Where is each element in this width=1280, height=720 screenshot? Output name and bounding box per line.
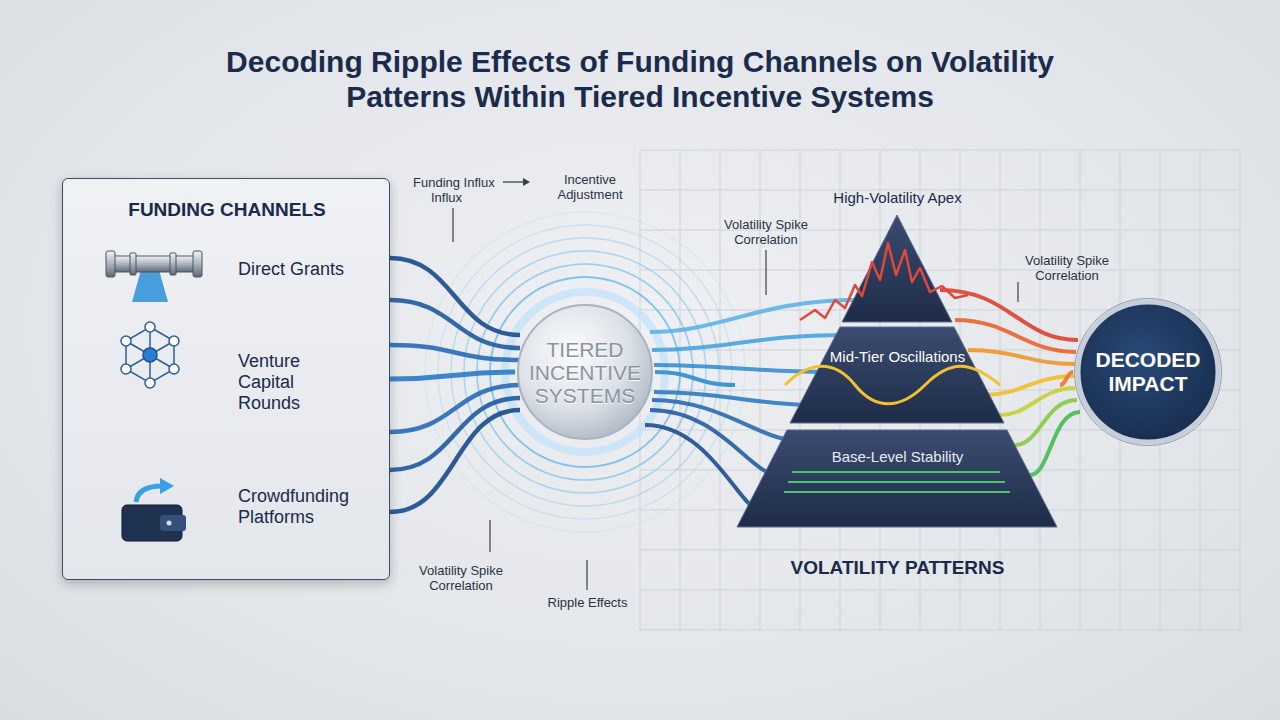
flow-line xyxy=(654,365,825,372)
flow-line xyxy=(390,385,520,432)
pyramid-tier-outline xyxy=(735,430,1060,527)
channel-item: Direct Grants xyxy=(238,259,378,280)
ripple-ring xyxy=(438,225,732,519)
ripple-ring xyxy=(477,264,693,480)
flow-line xyxy=(652,335,840,350)
tier-label: High-Volatility Apex xyxy=(735,189,1060,206)
flow-line xyxy=(1000,388,1075,415)
hub-circle: TIERED INCENTIVE SYSTEMS xyxy=(515,302,655,442)
flow-line xyxy=(1015,400,1077,445)
pyramid-caption: VOLATILITY PATTERNS xyxy=(735,557,1060,579)
annotation-label: Volatility Spike Correlation xyxy=(711,217,821,247)
hub-circle-shape xyxy=(518,305,652,439)
flow-line xyxy=(955,320,1076,352)
tier-label: Mid-Tier Oscillations xyxy=(735,348,1060,365)
flow-line xyxy=(390,258,520,335)
impact-label: DECODED IMPACT xyxy=(1073,348,1223,396)
ripple-ring xyxy=(425,212,745,532)
pyramid-tier: High-Volatility Apex xyxy=(735,185,1060,322)
flow-line xyxy=(390,410,520,512)
ripple-rings xyxy=(425,212,745,532)
channel-item: Venture Capital Rounds xyxy=(238,351,328,414)
flow-line xyxy=(985,376,1074,395)
channel-panel: FUNDING CHANNELS Direct GrantsVenture Cap… xyxy=(62,178,390,580)
ripple-ring xyxy=(490,277,680,467)
pyramid-tier: Base-Level Stability xyxy=(735,430,1060,527)
flow-connector xyxy=(390,372,515,379)
pyramid-tier-shape xyxy=(737,430,1057,527)
pyramid-tier: Mid-Tier Oscillations xyxy=(735,327,1060,423)
pyramid-tier-shape xyxy=(790,327,1004,423)
channel-item: Crowdfunding Platforms xyxy=(238,486,368,528)
inflow-streams xyxy=(390,258,520,512)
panel-heading: FUNDING CHANNELS xyxy=(63,199,391,221)
flow-line xyxy=(652,400,795,440)
flow-line xyxy=(968,350,1075,364)
flow-line xyxy=(650,410,778,475)
flow-line xyxy=(654,392,810,405)
annotation-label: Ripple Effects xyxy=(530,595,645,610)
pointer-arrow-head xyxy=(523,178,530,186)
diagram-title: Decoding Ripple Effects of Funding Chann… xyxy=(185,44,1095,114)
flow-line xyxy=(1030,412,1080,475)
annotation-label: Incentive Adjustment xyxy=(540,172,640,202)
flow-line xyxy=(390,300,520,348)
ripple-ring xyxy=(464,251,706,493)
annotation-label: Volatility Spike Correlation xyxy=(406,563,516,593)
flow-line xyxy=(390,398,520,470)
annotation-label: Funding Influx xyxy=(413,175,533,190)
ripple-ring xyxy=(505,292,665,452)
hub-label: TIERED INCENTIVE SYSTEMS xyxy=(523,338,647,407)
flow-line xyxy=(645,425,760,510)
tier-label: Base-Level Stability xyxy=(735,448,1060,465)
grid-lines xyxy=(640,150,1240,630)
pyramid-tier-shape xyxy=(842,215,952,322)
flow-connector xyxy=(655,372,735,385)
flow-line xyxy=(390,345,520,360)
leader-lines xyxy=(453,208,1018,590)
flow-line xyxy=(940,290,1078,340)
annotation-label: Influx xyxy=(431,190,491,205)
pyramid-tier-outline xyxy=(735,327,1060,423)
ripple-ring xyxy=(451,238,719,506)
pointer-arrow xyxy=(503,181,526,182)
flow-line xyxy=(650,300,855,332)
impact-circle: DECODED IMPACT xyxy=(1073,297,1223,447)
annotation-label: Volatility Spike Correlation xyxy=(1012,253,1122,283)
flow-connector xyxy=(1060,372,1073,385)
